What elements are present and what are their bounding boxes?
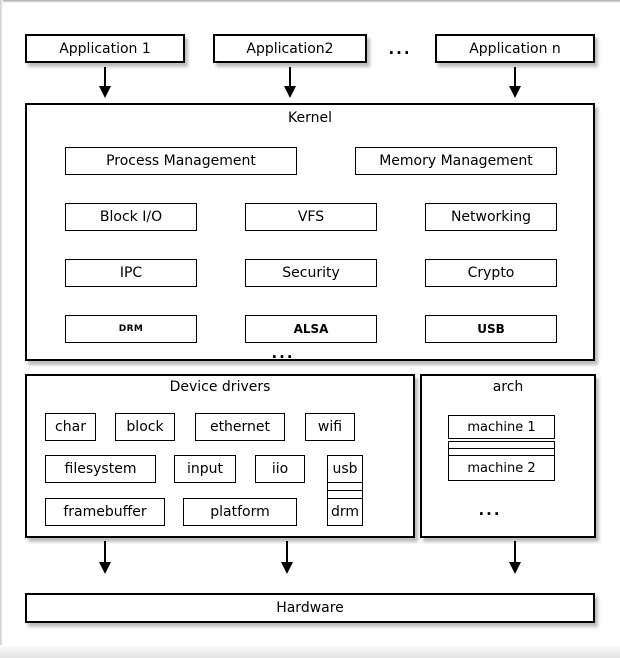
machine-2-box: machine 2 — [448, 455, 555, 481]
arrow-app1-to-kernel — [98, 67, 112, 98]
security-box: Security — [245, 259, 377, 287]
arrow-shaft — [289, 67, 291, 88]
arch-title: arch — [492, 379, 524, 395]
block-box: block — [115, 413, 175, 441]
ipc-box: IPC — [65, 259, 197, 287]
arrow-drivers-to-hardware-left — [98, 541, 112, 574]
applications-ellipsis: ... — [388, 40, 412, 58]
machine-1-box: machine 1 — [448, 415, 555, 439]
arrow-app2-to-kernel — [283, 67, 297, 98]
application-1-box: Application 1 — [25, 34, 185, 63]
arrow-head-icon — [508, 86, 521, 98]
vfs-box: VFS — [245, 203, 377, 231]
arrow-head-icon — [98, 562, 111, 574]
drm-kernel-box: DRM — [65, 315, 197, 343]
canvas-edge-bottom — [0, 645, 620, 658]
alsa-box: ALSA — [245, 315, 377, 343]
arrow-drivers-to-hardware-right — [280, 541, 294, 574]
arrow-shaft — [514, 67, 516, 88]
application-n-box: Application n — [435, 34, 595, 63]
input-box: input — [174, 455, 236, 483]
networking-box: Networking — [425, 203, 557, 231]
memory-management-box: Memory Management — [355, 147, 557, 175]
drm-driver-box: drm — [327, 498, 363, 526]
framebuffer-box: framebuffer — [45, 498, 165, 526]
block-io-box: Block I/O — [65, 203, 197, 231]
device-drivers-title: Device drivers — [169, 379, 271, 395]
char-box: char — [45, 413, 96, 441]
arrow-head-icon — [283, 86, 296, 98]
platform-box: platform — [183, 498, 297, 526]
process-management-box: Process Management — [65, 147, 297, 175]
filesystem-box: filesystem — [45, 455, 156, 483]
kernel-ellipsis: ... — [271, 344, 295, 362]
usb-kernel-box: USB — [425, 315, 557, 343]
application-2-box: Application2 — [213, 34, 367, 63]
kernel-title: Kernel — [288, 110, 332, 126]
usb-driver-box: usb — [327, 455, 363, 483]
arrow-arch-to-hardware — [508, 541, 522, 574]
arrow-shaft — [104, 67, 106, 88]
hardware-box: Hardware — [25, 593, 595, 623]
wifi-box: wifi — [305, 413, 355, 441]
canvas-edge-top — [0, 0, 620, 3]
arrow-shaft — [104, 541, 106, 563]
iio-box: iio — [255, 455, 305, 483]
canvas-edge-left — [0, 0, 3, 658]
arrow-shaft — [514, 541, 516, 563]
arrow-head-icon — [98, 86, 111, 98]
arrow-head-icon — [508, 562, 521, 574]
ethernet-box: ethernet — [195, 413, 285, 441]
crypto-box: Crypto — [425, 259, 557, 287]
arch-ellipsis: ... — [478, 501, 502, 519]
arrow-appn-to-kernel — [508, 67, 522, 98]
arrow-shaft — [286, 541, 288, 563]
arrow-head-icon — [280, 562, 293, 574]
